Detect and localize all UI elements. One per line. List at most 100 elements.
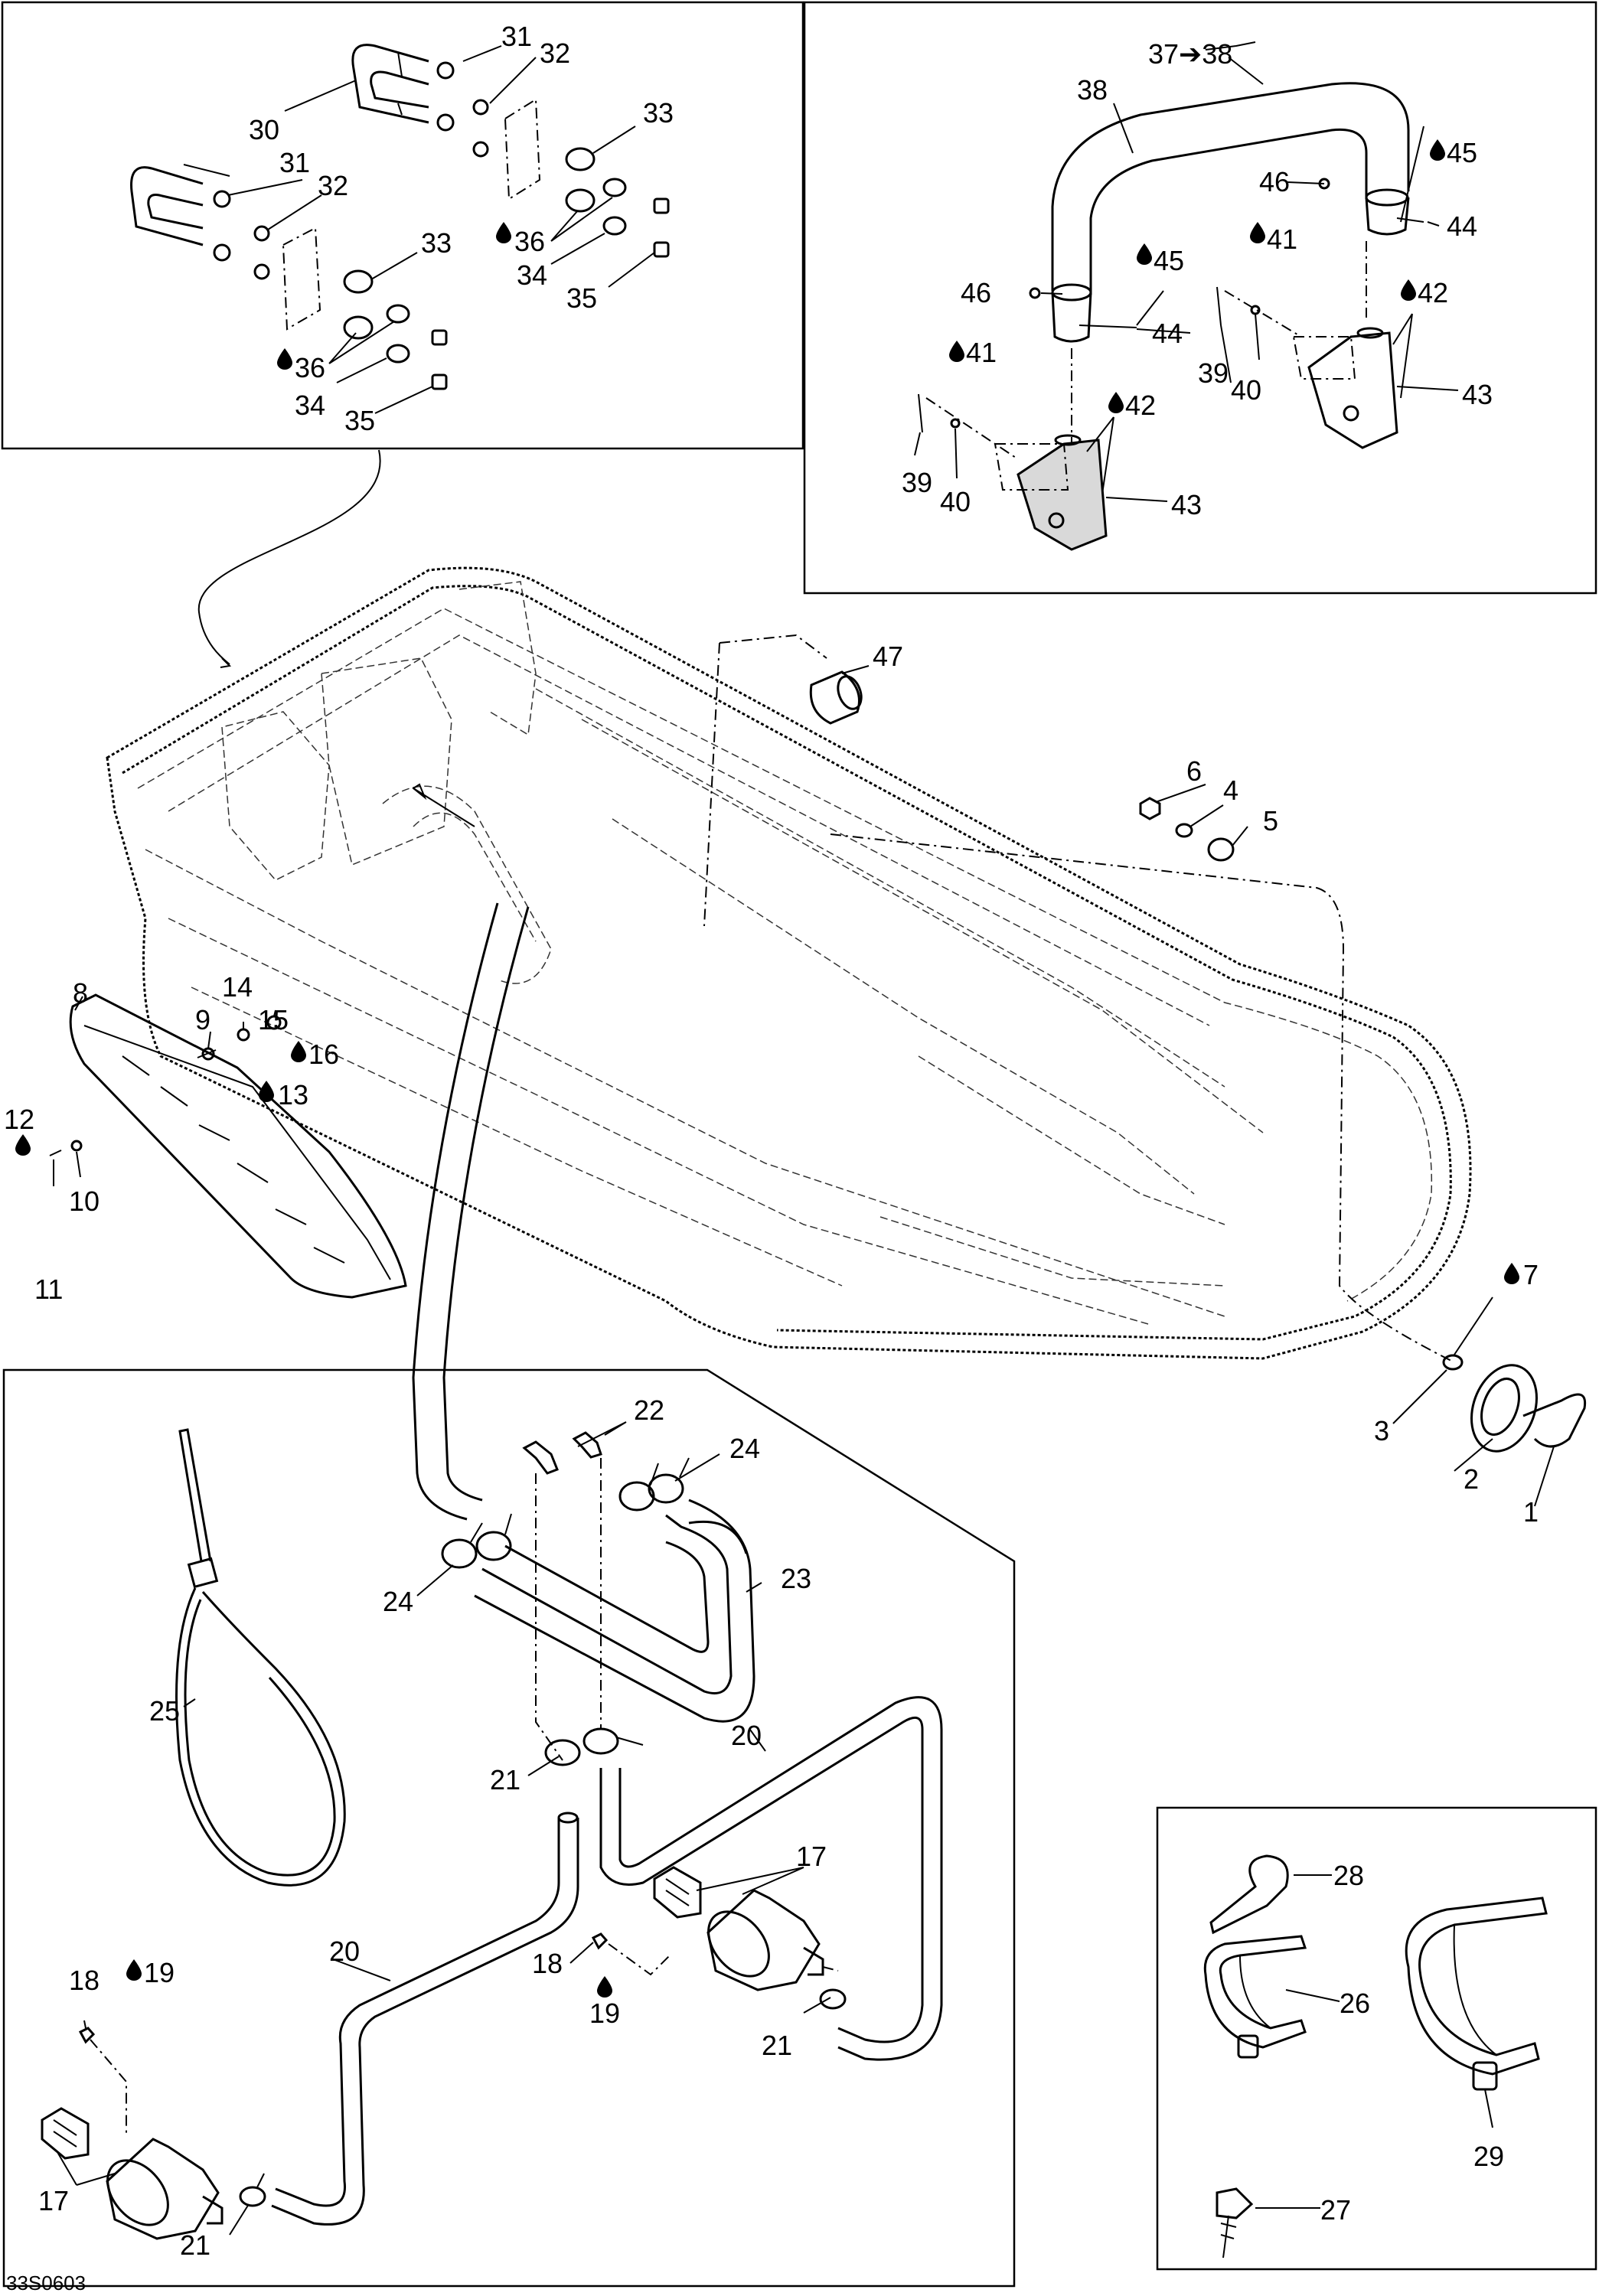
callout-18a: 18 — [532, 1948, 563, 1979]
callout-46b: 46 — [961, 277, 991, 308]
u-bolt-upper — [351, 44, 429, 124]
callout-9: 9 — [195, 1004, 210, 1035]
callout-39a: 39 — [1198, 357, 1229, 389]
liquid-drop-icon — [949, 341, 964, 362]
liquid-drop-icon — [1430, 139, 1445, 161]
callout-33b: 33 — [421, 227, 452, 259]
rear-step — [69, 993, 407, 1299]
callout-40a: 40 — [1231, 374, 1261, 406]
callout-31b: 31 — [279, 147, 310, 178]
callout-39b: 39 — [902, 467, 932, 498]
callout-40b: 40 — [940, 486, 971, 517]
bilge-system — [41, 902, 943, 2240]
callout-17a: 17 — [796, 1841, 827, 1872]
callout-19a: 19 — [589, 1998, 620, 2029]
callout-1: 1 — [1523, 1496, 1539, 1528]
callout-24b: 24 — [383, 1586, 413, 1617]
hose-20-right — [599, 1716, 924, 2043]
callout-14: 14 — [222, 971, 253, 1003]
callout-26: 26 — [1340, 1988, 1370, 2019]
callout-35a: 35 — [566, 282, 597, 314]
callout-5: 5 — [1263, 805, 1278, 837]
callout-47: 47 — [873, 641, 903, 672]
liquid-drop-icon — [597, 1976, 612, 1998]
bilge-pump-right — [706, 1889, 821, 1991]
callout-46a: 46 — [1259, 166, 1290, 197]
handle-bar-inner — [1089, 128, 1368, 295]
liquid-drop-icon — [277, 348, 292, 370]
callout-12: 12 — [4, 1104, 34, 1135]
callout-20a: 20 — [731, 1720, 762, 1751]
u-handle-assembly — [130, 44, 670, 668]
callout-45b: 45 — [1154, 245, 1184, 276]
callout-11: 11 — [34, 1274, 63, 1305]
liquid-drop-icon — [15, 1134, 31, 1156]
liquid-drop-icons — [15, 139, 1519, 1998]
callout-18b: 18 — [69, 1965, 100, 1996]
mount-bracket-right — [1307, 331, 1398, 449]
callout-16: 16 — [308, 1039, 339, 1070]
inset-connector-curve — [197, 449, 381, 665]
callout-29: 29 — [1473, 2141, 1504, 2172]
callout-2: 2 — [1464, 1463, 1479, 1495]
clamp-26 — [1203, 1935, 1307, 2049]
clip-28 — [1209, 1854, 1289, 1935]
callout-32a: 32 — [540, 38, 570, 69]
callout-42b: 42 — [1125, 390, 1156, 421]
callout-44a: 44 — [1447, 210, 1477, 242]
eye-plate — [1470, 1364, 1539, 1453]
callout-13: 13 — [278, 1079, 308, 1110]
cable-tie-25 — [175, 1587, 346, 1887]
callout-42a: 42 — [1418, 277, 1448, 308]
callout-15: 15 — [258, 1004, 289, 1035]
liquid-drop-icon — [1137, 243, 1152, 265]
callout-21c: 21 — [180, 2229, 210, 2261]
bilge-pump-left — [106, 2138, 220, 2240]
callout-21b: 21 — [762, 2030, 792, 2061]
boarding-handle-assembly — [914, 41, 1459, 551]
callout-45a: 45 — [1447, 137, 1477, 168]
callout-6: 6 — [1186, 755, 1202, 787]
liquid-drop-icon — [496, 222, 511, 243]
liquid-drop-icon — [1504, 1263, 1519, 1284]
callout-22: 22 — [634, 1394, 664, 1426]
handle-bar-outer — [1051, 82, 1410, 291]
callout-20b: 20 — [329, 1936, 360, 1967]
liquid-drop-icon — [1250, 222, 1265, 243]
callout-19b: 19 — [144, 1957, 175, 1988]
callout-33a: 33 — [643, 97, 674, 129]
callout-30: 30 — [249, 114, 279, 145]
hull-outline — [106, 566, 1472, 1360]
callout-25: 25 — [149, 1695, 180, 1727]
callout-21a: 21 — [490, 1764, 520, 1795]
u-bolt-lower — [130, 166, 204, 246]
callout-3: 3 — [1374, 1415, 1389, 1446]
main-drain-hose-b — [442, 906, 530, 1502]
inset-boarding-handle-frame — [803, 1, 1597, 595]
hose-20-left — [275, 1818, 560, 2207]
diagram-code: 33S0603 — [6, 2272, 86, 2294]
callout-32b: 32 — [318, 170, 348, 201]
liquid-drop-icon — [291, 1041, 306, 1062]
liquid-drop-icon — [1108, 392, 1124, 413]
callout-7: 7 — [1523, 1259, 1539, 1290]
clamp-parts — [1203, 1854, 1548, 2258]
inset-bilge-pump-frame — [2, 1368, 1016, 2288]
callout-41a: 41 — [1267, 223, 1297, 255]
callout-38: 38 — [1077, 74, 1108, 106]
callout-17b: 17 — [38, 2185, 69, 2216]
callout-labels: 1 2 3 4 5 6 7 8 9 10 11 12 13 14 15 16 1… — [4, 21, 1539, 2261]
stern-eye-assembly — [1392, 1296, 1587, 1507]
inset-clamps-frame — [1156, 1806, 1597, 2271]
bow-eye-hardware — [1139, 784, 1248, 862]
inset-grab-handle-frame — [1, 1, 804, 450]
callout-36a: 36 — [514, 226, 545, 257]
hull-assembly — [106, 566, 1472, 1363]
liquid-drop-icon — [259, 1081, 274, 1102]
callout-31a: 31 — [501, 21, 532, 52]
mount-bracket-left — [1017, 439, 1108, 551]
callout-44b: 44 — [1152, 318, 1183, 349]
callout-34b: 34 — [295, 390, 325, 421]
callout-36b: 36 — [295, 352, 325, 383]
